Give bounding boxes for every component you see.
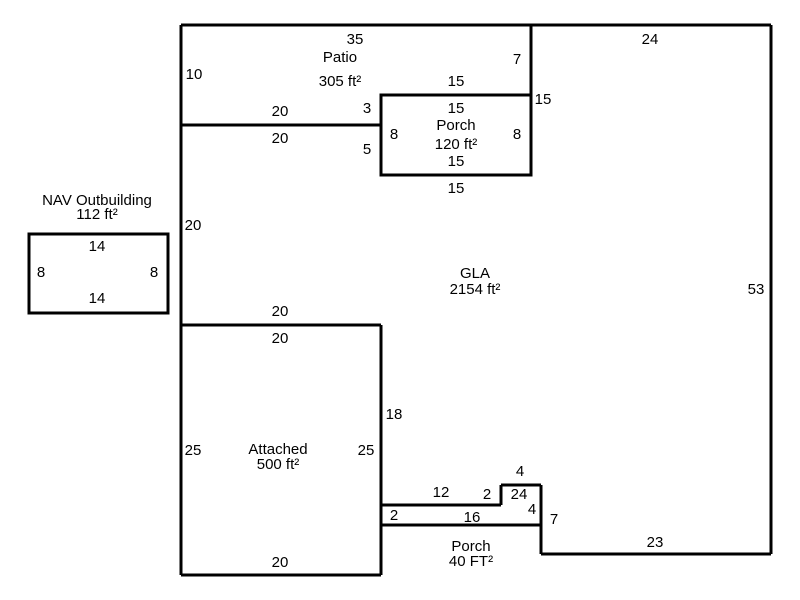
porch-top-area: 120 ft² bbox=[435, 136, 478, 153]
area-labels: Patio 305 ft² Porch 120 ft² NAV Outbuild… bbox=[42, 49, 500, 570]
dim: 2 bbox=[390, 507, 398, 524]
attached-label: Attached bbox=[248, 441, 307, 458]
dim: 53 bbox=[748, 281, 765, 298]
porch-top-outline bbox=[379, 93, 533, 177]
walls bbox=[27, 23, 773, 577]
dim: 15 bbox=[448, 153, 465, 170]
dim: 4 bbox=[516, 463, 524, 480]
nav-outbuilding-outline bbox=[27, 232, 170, 315]
dim: 10 bbox=[186, 66, 203, 83]
porch-bottom-label: Porch bbox=[451, 538, 490, 555]
dim: 23 bbox=[647, 534, 664, 551]
dim: 5 bbox=[363, 141, 371, 158]
patio-area: 305 ft² bbox=[319, 73, 362, 90]
dim: 25 bbox=[358, 442, 375, 459]
dim: 24 bbox=[511, 486, 528, 503]
dim: 20 bbox=[272, 330, 289, 347]
dim: 8 bbox=[150, 264, 158, 281]
dim: 12 bbox=[433, 484, 450, 501]
dim: 24 bbox=[642, 31, 659, 48]
dim: 7 bbox=[550, 511, 558, 528]
gla-area: 2154 ft² bbox=[450, 281, 501, 298]
porch-bottom-area: 40 FT² bbox=[449, 553, 493, 570]
dim: 4 bbox=[528, 501, 536, 518]
dim: 15 bbox=[448, 100, 465, 117]
dim: 20 bbox=[272, 303, 289, 320]
dim: 15 bbox=[535, 91, 552, 108]
dim: 20 bbox=[272, 130, 289, 147]
dim: 20 bbox=[185, 217, 202, 234]
dim: 15 bbox=[448, 73, 465, 90]
dimension-labels: 35 10 7 20 3 24 53 23 20 15 20 5 15 15 8… bbox=[37, 31, 765, 571]
dim: 15 bbox=[448, 180, 465, 197]
dim: 25 bbox=[185, 442, 202, 459]
gla-label: GLA bbox=[460, 265, 490, 282]
dim: 35 bbox=[347, 31, 364, 48]
dim: 14 bbox=[89, 238, 106, 255]
dim: 14 bbox=[89, 290, 106, 307]
dim: 8 bbox=[37, 264, 45, 281]
dim: 8 bbox=[513, 126, 521, 143]
attached-area: 500 ft² bbox=[257, 456, 300, 473]
dim: 18 bbox=[386, 406, 403, 423]
patio-label: Patio bbox=[323, 49, 357, 66]
dim: 20 bbox=[272, 103, 289, 120]
dim: 20 bbox=[272, 554, 289, 571]
dim: 8 bbox=[390, 126, 398, 143]
porch-top-label: Porch bbox=[436, 117, 475, 134]
dim: 16 bbox=[464, 509, 481, 526]
dim: 2 bbox=[483, 486, 491, 503]
dim: 7 bbox=[513, 51, 521, 68]
dim: 3 bbox=[363, 100, 371, 117]
nav-area: 112 ft² bbox=[76, 206, 117, 223]
nav-label: NAV Outbuilding bbox=[42, 192, 152, 209]
